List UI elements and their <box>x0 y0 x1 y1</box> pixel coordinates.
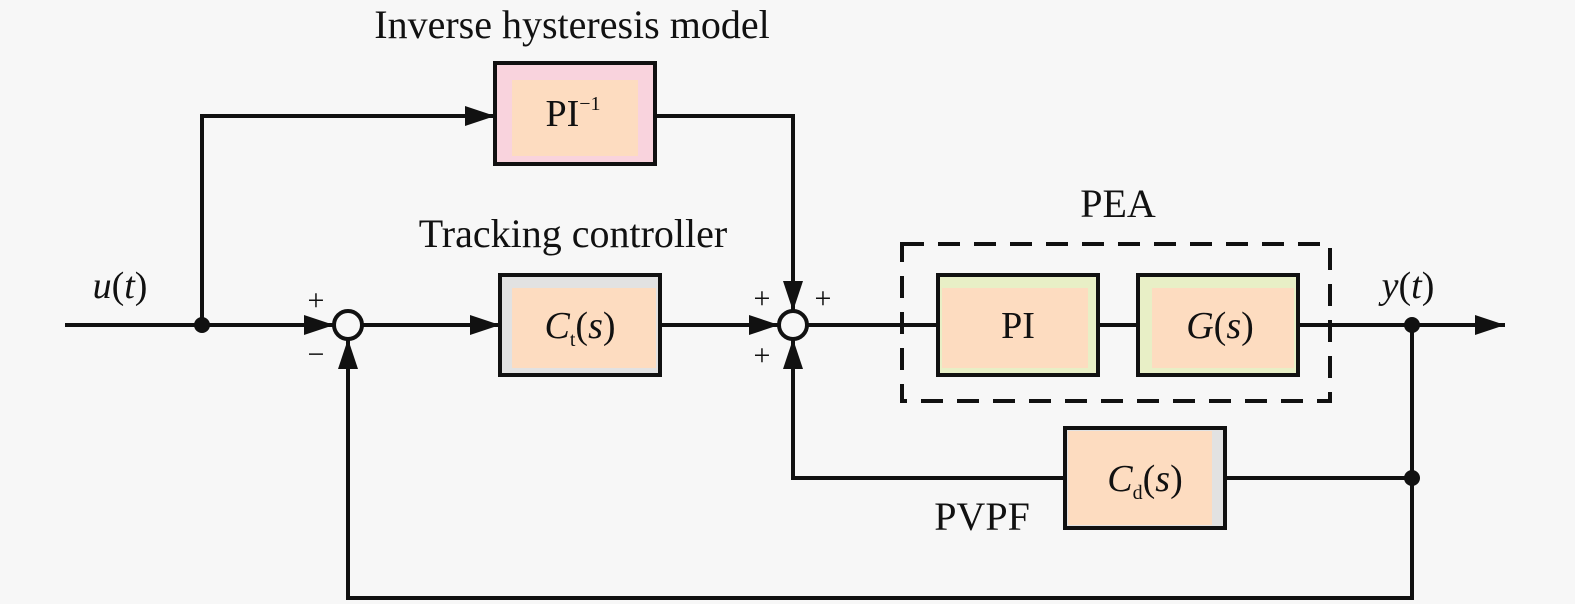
sum2-sign-bottom-left: + <box>754 339 771 372</box>
inverse-pi-label: PI−1 <box>545 93 600 135</box>
feedforward-branch <box>200 106 495 325</box>
pvpf-feedback-line <box>783 339 1065 480</box>
pea-title: PEA <box>1080 181 1156 226</box>
input-signal-label: u(t) <box>93 265 148 307</box>
summing-junction-2 <box>777 309 809 341</box>
pea-group-box <box>900 242 1332 403</box>
sum2-sign-top-right: + <box>815 282 832 315</box>
summing-junction-1 <box>332 309 364 341</box>
tracking-controller-title: Tracking controller <box>419 211 727 256</box>
tracking-controller-block[interactable]: Ct(s) <box>498 273 662 377</box>
pi-block-label: PI <box>1001 305 1035 347</box>
plant-block-label: G(s) <box>1186 305 1254 347</box>
sum1-sign-minus: − <box>308 338 325 371</box>
pvpf-block-label: Cd(s) <box>1107 458 1182 504</box>
inverse-hysteresis-title: Inverse hysteresis model <box>374 2 769 47</box>
pvpf-title: PVPF <box>934 494 1030 539</box>
tracking-controller-label: Ct(s) <box>544 305 615 351</box>
plant-block[interactable]: G(s) <box>1136 273 1300 377</box>
sum2-sign-top-left: + <box>754 282 771 315</box>
pvpf-junction-dot <box>1404 470 1420 486</box>
output-signal-label: y(t) <box>1378 265 1435 307</box>
feedforward-to-sum <box>655 114 803 311</box>
inverse-pi-block[interactable]: PI−1 <box>493 61 657 166</box>
signal-lines <box>65 106 1505 600</box>
sum1-sign-plus: + <box>308 284 325 317</box>
outer-feedback-line <box>338 325 1414 600</box>
input-junction-dot <box>194 317 210 333</box>
pi-hysteresis-block[interactable]: PI <box>936 273 1100 377</box>
output-junction-dot <box>1404 317 1420 333</box>
pvpf-block[interactable]: Cd(s) <box>1063 426 1227 530</box>
